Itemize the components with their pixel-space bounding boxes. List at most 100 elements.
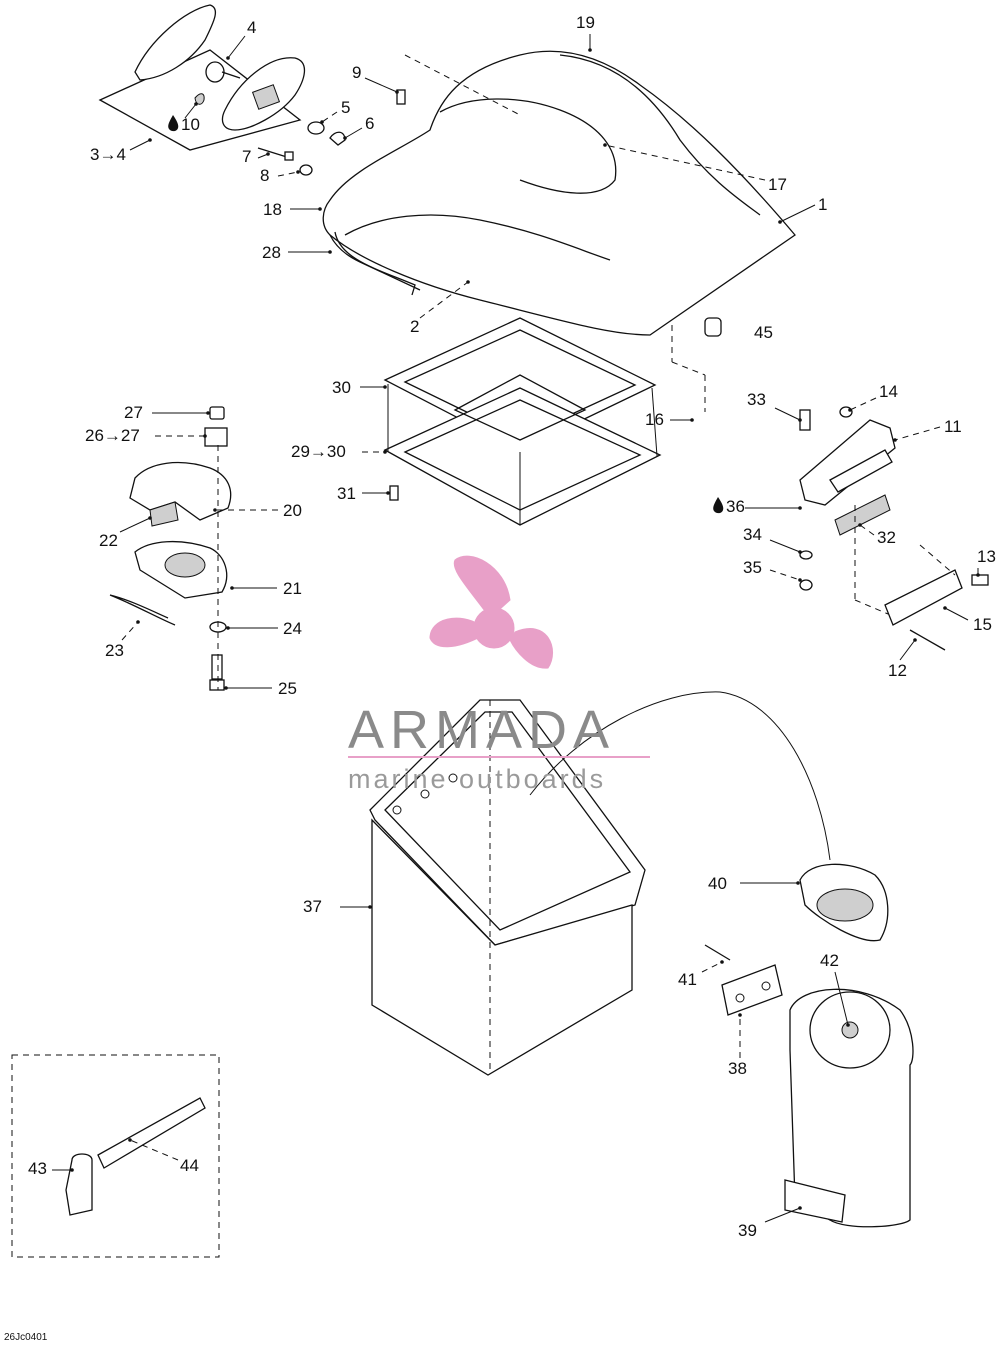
- leader-dot-3-to-4: [148, 138, 152, 142]
- part-label-41: 41: [678, 970, 697, 989]
- leader-dot-26-to-27: [203, 434, 207, 438]
- leader-dot-9: [395, 90, 399, 94]
- leader-dot-19: [588, 48, 592, 52]
- leader-dot-25: [224, 686, 228, 690]
- part-label-36: 36: [726, 497, 745, 516]
- leader-line-9: [364, 77, 398, 93]
- leader-line-33: [774, 407, 801, 421]
- part-label-20: 20: [283, 501, 302, 520]
- leader-dot-5: [320, 120, 324, 124]
- part-label-4: 4: [247, 18, 256, 37]
- leader-dot-21: [230, 586, 234, 590]
- watermark: ARMADA marine outboards: [348, 555, 650, 794]
- leader-line-5: [321, 111, 338, 123]
- leader-dot-43: [70, 1168, 74, 1172]
- part-label-23: 23: [105, 641, 124, 660]
- leader-dot-34: [798, 550, 802, 554]
- part-label-19: 19: [576, 13, 595, 32]
- part-label-14: 14: [879, 382, 898, 401]
- part-label-2: 2: [410, 317, 419, 336]
- leader-dot-18: [318, 207, 322, 211]
- leader-line-44: [129, 1139, 179, 1161]
- part-label-8: 8: [260, 166, 269, 185]
- part-label-26-to-27: 26→27: [85, 426, 140, 445]
- leader-line-11: [894, 426, 941, 441]
- leader-dot-36: [798, 506, 802, 510]
- part-label-45: 45: [754, 323, 773, 342]
- part-label-32: 32: [877, 528, 896, 547]
- leader-lines: [52, 34, 980, 1223]
- leader-dot-32: [858, 523, 862, 527]
- leader-line-8: [277, 171, 299, 177]
- leader-dot-15: [943, 606, 947, 610]
- leader-line-14: [849, 397, 877, 411]
- part-label-13: 13: [977, 547, 996, 566]
- leader-line-6: [344, 127, 363, 139]
- leader-dot-42: [846, 1023, 850, 1027]
- part-label-1: 1: [818, 195, 827, 214]
- leader-line-12: [899, 639, 916, 661]
- part-label-34: 34: [743, 525, 762, 544]
- leader-line-3-to-4: [129, 139, 151, 151]
- part-label-44: 44: [180, 1156, 199, 1175]
- leader-dot-35: [798, 578, 802, 582]
- leader-dot-39: [798, 1206, 802, 1210]
- part-label-7: 7: [242, 147, 251, 166]
- leader-dot-29-to-30: [383, 450, 387, 454]
- leader-dot-22: [148, 516, 152, 520]
- leader-dot-14: [848, 408, 852, 412]
- leader-dot-24: [226, 626, 230, 630]
- propeller-logo-icon: [429, 555, 553, 669]
- leader-line-10: [184, 103, 197, 119]
- part-label-9: 9: [352, 63, 361, 82]
- part-label-5: 5: [341, 98, 350, 117]
- watermark-tagline: marine outboards: [348, 764, 606, 794]
- leader-dot-41: [720, 960, 724, 964]
- watermark-brand: ARMADA: [348, 700, 615, 760]
- leader-dot-7: [266, 152, 270, 156]
- part-label-37: 37: [303, 897, 322, 916]
- leader-dot-38: [738, 1013, 742, 1017]
- part-label-39: 39: [738, 1221, 757, 1240]
- leader-dot-28: [328, 250, 332, 254]
- part-label-27: 27: [124, 403, 143, 422]
- leader-dot-33: [798, 418, 802, 422]
- leader-dot-23: [136, 620, 140, 624]
- drop-icon: [713, 497, 724, 514]
- leader-line-15: [944, 607, 969, 621]
- leader-line-39: [764, 1207, 801, 1223]
- leader-line-35: [769, 569, 801, 581]
- leader-dot-17: [603, 143, 607, 147]
- part-label-30: 30: [332, 378, 351, 397]
- leader-dot-2: [466, 280, 470, 284]
- leader-dot-11: [893, 438, 897, 442]
- part-label-6: 6: [365, 114, 374, 133]
- part-label-40: 40: [708, 874, 727, 893]
- leader-dot-40: [796, 881, 800, 885]
- part-label-31: 31: [337, 484, 356, 503]
- leader-line-22: [119, 517, 151, 533]
- part-label-35: 35: [743, 558, 762, 577]
- leader-dot-10: [194, 102, 198, 106]
- drop-icon: [168, 115, 179, 132]
- part-label-38: 38: [728, 1059, 747, 1078]
- leader-line-17: [604, 144, 766, 181]
- part-label-3-to-4: 3→4: [90, 145, 126, 164]
- part-label-24: 24: [283, 619, 302, 638]
- leader-dot-30: [383, 385, 387, 389]
- leader-line-32: [859, 524, 875, 536]
- leader-dot-27: [206, 411, 210, 415]
- part-label-33: 33: [747, 390, 766, 409]
- leader-dot-16: [690, 418, 694, 422]
- leader-dot-13: [976, 573, 980, 577]
- part-label-18: 18: [263, 200, 282, 219]
- part-label-28: 28: [262, 243, 281, 262]
- leader-dot-6: [343, 136, 347, 140]
- part-label-25: 25: [278, 679, 297, 698]
- part-label-12: 12: [888, 661, 907, 680]
- part-label-42: 42: [820, 951, 839, 970]
- part-label-29-to-30: 29→30: [291, 442, 346, 461]
- leader-line-42: [834, 971, 849, 1026]
